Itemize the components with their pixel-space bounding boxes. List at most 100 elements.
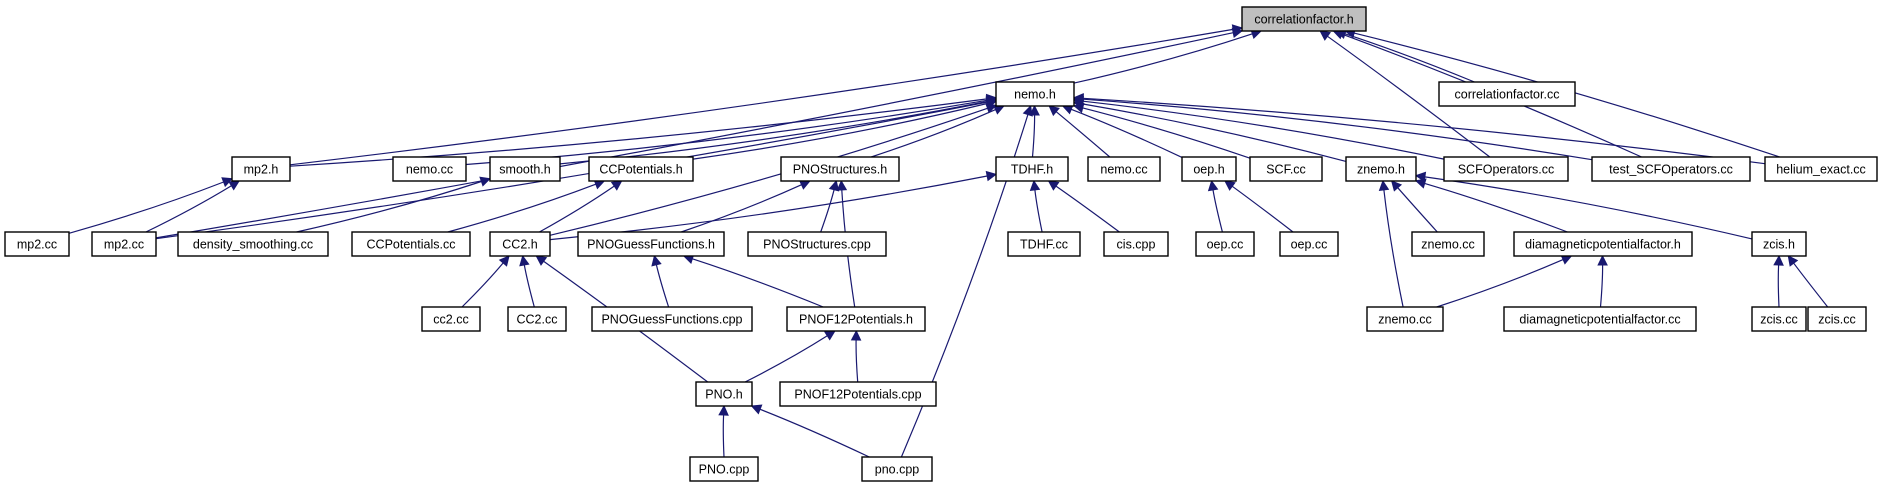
edge-line bbox=[447, 183, 597, 233]
arrowhead-icon bbox=[1319, 30, 1331, 41]
node-box bbox=[577, 231, 725, 257]
edge-line bbox=[539, 185, 615, 233]
arrowhead-icon bbox=[1072, 93, 1084, 104]
arrowhead-icon bbox=[1597, 254, 1608, 266]
node-test-scfoperators-cc[interactable]: test_SCFOperators.cc bbox=[1591, 156, 1751, 182]
node-tdhf-cc[interactable]: TDHF.cc bbox=[1007, 231, 1081, 257]
node-zcis-cc-a[interactable]: zcis.cc bbox=[1751, 306, 1807, 332]
node-nemo-h[interactable]: nemo.h bbox=[995, 81, 1075, 107]
node-label: cc2.cc bbox=[433, 313, 468, 327]
node-oep-h[interactable]: oep.h bbox=[1181, 156, 1237, 182]
node-pno-cpp-b[interactable]: pno.cpp bbox=[861, 456, 933, 482]
edge-diamag-h-to-znemo-h bbox=[1414, 178, 1568, 233]
arrowhead-icon bbox=[519, 254, 530, 267]
node-mp2-cc-b[interactable]: mp2.cc bbox=[91, 231, 157, 257]
node-scfoperators-cc[interactable]: SCFOperators.cc bbox=[1443, 156, 1569, 182]
edge-line bbox=[1055, 185, 1120, 233]
node-nemo-cc-b[interactable]: nemo.cc bbox=[1087, 156, 1161, 182]
edge-line bbox=[744, 335, 828, 383]
node-zcis-h[interactable]: zcis.h bbox=[1751, 231, 1807, 257]
arrowhead-icon bbox=[1414, 171, 1427, 183]
node-box bbox=[779, 381, 937, 407]
edge-line bbox=[155, 101, 988, 240]
node-cc2-cc-b[interactable]: CC2.cc bbox=[507, 306, 567, 332]
edge-znemo-cc-b-to-znemo-h bbox=[1378, 179, 1404, 308]
node-label: TDHF.cc bbox=[1020, 238, 1068, 252]
edge-line bbox=[1231, 185, 1294, 233]
node-pnoguessfunctions-h[interactable]: PNOGuessFunctions.h bbox=[577, 231, 725, 257]
node-label: test_SCFOperators.cc bbox=[1609, 163, 1733, 177]
edge-line bbox=[145, 185, 232, 233]
edge-line bbox=[1777, 264, 1780, 308]
edge-line bbox=[1055, 111, 1111, 158]
node-znemo-cc-a[interactable]: znemo.cc bbox=[1411, 231, 1485, 257]
node-label: CC2.h bbox=[502, 238, 537, 252]
node-pnof12potentials-cpp[interactable]: PNOF12Potentials.cpp bbox=[779, 381, 937, 407]
node-density-smoothing-cc[interactable]: density_smoothing.cc bbox=[177, 231, 329, 257]
node-box bbox=[995, 156, 1069, 182]
edge-density-smoothing-cc-to-smooth-h bbox=[296, 176, 492, 233]
arrowhead-icon bbox=[228, 180, 241, 191]
node-pno-h[interactable]: PNO.h bbox=[695, 381, 753, 407]
node-ccpotentials-cc[interactable]: CCPotentials.cc bbox=[351, 231, 471, 257]
edge-line bbox=[1424, 176, 1753, 240]
edge-line bbox=[871, 109, 996, 158]
node-oep-cc-a[interactable]: oep.cc bbox=[1195, 231, 1255, 257]
node-box bbox=[1438, 81, 1576, 107]
node-box bbox=[747, 231, 887, 257]
edge-znemo-cc-a-to-znemo-h bbox=[1390, 180, 1438, 233]
node-label: PNOF12Potentials.cpp bbox=[794, 388, 921, 402]
node-label: zcis.cc bbox=[1818, 313, 1856, 327]
node-pnostructures-h[interactable]: PNOStructures.h bbox=[780, 156, 900, 182]
edge-line bbox=[1031, 114, 1036, 158]
node-oep-cc-b[interactable]: oep.cc bbox=[1279, 231, 1339, 257]
node-pno-cpp-a[interactable]: PNO.cpp bbox=[689, 456, 759, 482]
node-label: PNOF12Potentials.h bbox=[799, 313, 913, 327]
node-cc2-cc-a[interactable]: cc2.cc bbox=[421, 306, 481, 332]
arrowhead-icon bbox=[1224, 180, 1236, 191]
edge-line bbox=[155, 32, 1234, 239]
edge-nemo-cc-a-to-nemo-h bbox=[465, 95, 998, 166]
node-pnof12potentials-h[interactable]: PNOF12Potentials.h bbox=[786, 306, 926, 332]
edge-line bbox=[722, 414, 725, 458]
node-mp2-h[interactable]: mp2.h bbox=[231, 156, 291, 182]
node-scf-cc[interactable]: SCF.cc bbox=[1249, 156, 1323, 182]
node-label: oep.h bbox=[1193, 163, 1224, 177]
arrowhead-icon bbox=[535, 255, 548, 266]
edge-line bbox=[465, 99, 988, 166]
node-pnoguessfunctions-cpp[interactable]: PNOGuessFunctions.cpp bbox=[591, 306, 753, 332]
node-nemo-cc-a[interactable]: nemo.cc bbox=[392, 156, 467, 182]
node-label: correlationfactor.h bbox=[1254, 13, 1353, 27]
node-znemo-h[interactable]: znemo.h bbox=[1345, 156, 1417, 182]
edge-cc2-cc-a-to-cc2-h bbox=[461, 255, 510, 308]
node-label: nemo.cc bbox=[1100, 163, 1147, 177]
node-correlationfactor-cc[interactable]: correlationfactor.cc bbox=[1438, 81, 1576, 107]
node-correlationfactor-h[interactable]: correlationfactor.h bbox=[1241, 6, 1367, 32]
node-diamag-h[interactable]: diamagneticpotentialfactor.h bbox=[1513, 231, 1693, 257]
node-diamag-cc[interactable]: diamagneticpotentialfactor.cc bbox=[1503, 306, 1697, 332]
edge-line bbox=[1082, 98, 1593, 161]
edge-line bbox=[855, 339, 859, 383]
node-znemo-cc-b[interactable]: znemo.cc bbox=[1366, 306, 1444, 332]
node-cc2-h[interactable]: CC2.h bbox=[489, 231, 551, 257]
node-tdhf-h[interactable]: TDHF.h bbox=[995, 156, 1069, 182]
node-box bbox=[1764, 156, 1878, 182]
node-box bbox=[591, 306, 753, 332]
node-label: znemo.h bbox=[1357, 163, 1405, 177]
node-box bbox=[1807, 306, 1867, 332]
edge-oep-cc-a-to-oep-h bbox=[1207, 179, 1223, 233]
node-box bbox=[1195, 231, 1255, 257]
edge-cc2-h-to-ccpotentials-h bbox=[539, 180, 623, 233]
edge-line bbox=[655, 264, 670, 308]
node-helium-exact-cc[interactable]: helium_exact.cc bbox=[1764, 156, 1878, 182]
node-pnostructures-cpp[interactable]: PNOStructures.cpp bbox=[747, 231, 887, 257]
node-mp2-cc-a[interactable]: mp2.cc bbox=[4, 231, 70, 257]
arrowhead-icon bbox=[836, 179, 848, 191]
node-box bbox=[1249, 156, 1323, 182]
edge-mp2-cc-b-to-mp2-h bbox=[145, 180, 241, 233]
node-zcis-cc-b[interactable]: zcis.cc bbox=[1807, 306, 1867, 332]
node-ccpotentials-h[interactable]: CCPotentials.h bbox=[588, 156, 694, 182]
node-cis-cpp[interactable]: cis.cpp bbox=[1103, 231, 1169, 257]
node-box bbox=[861, 456, 933, 482]
node-smooth-h[interactable]: smooth.h bbox=[489, 156, 561, 182]
